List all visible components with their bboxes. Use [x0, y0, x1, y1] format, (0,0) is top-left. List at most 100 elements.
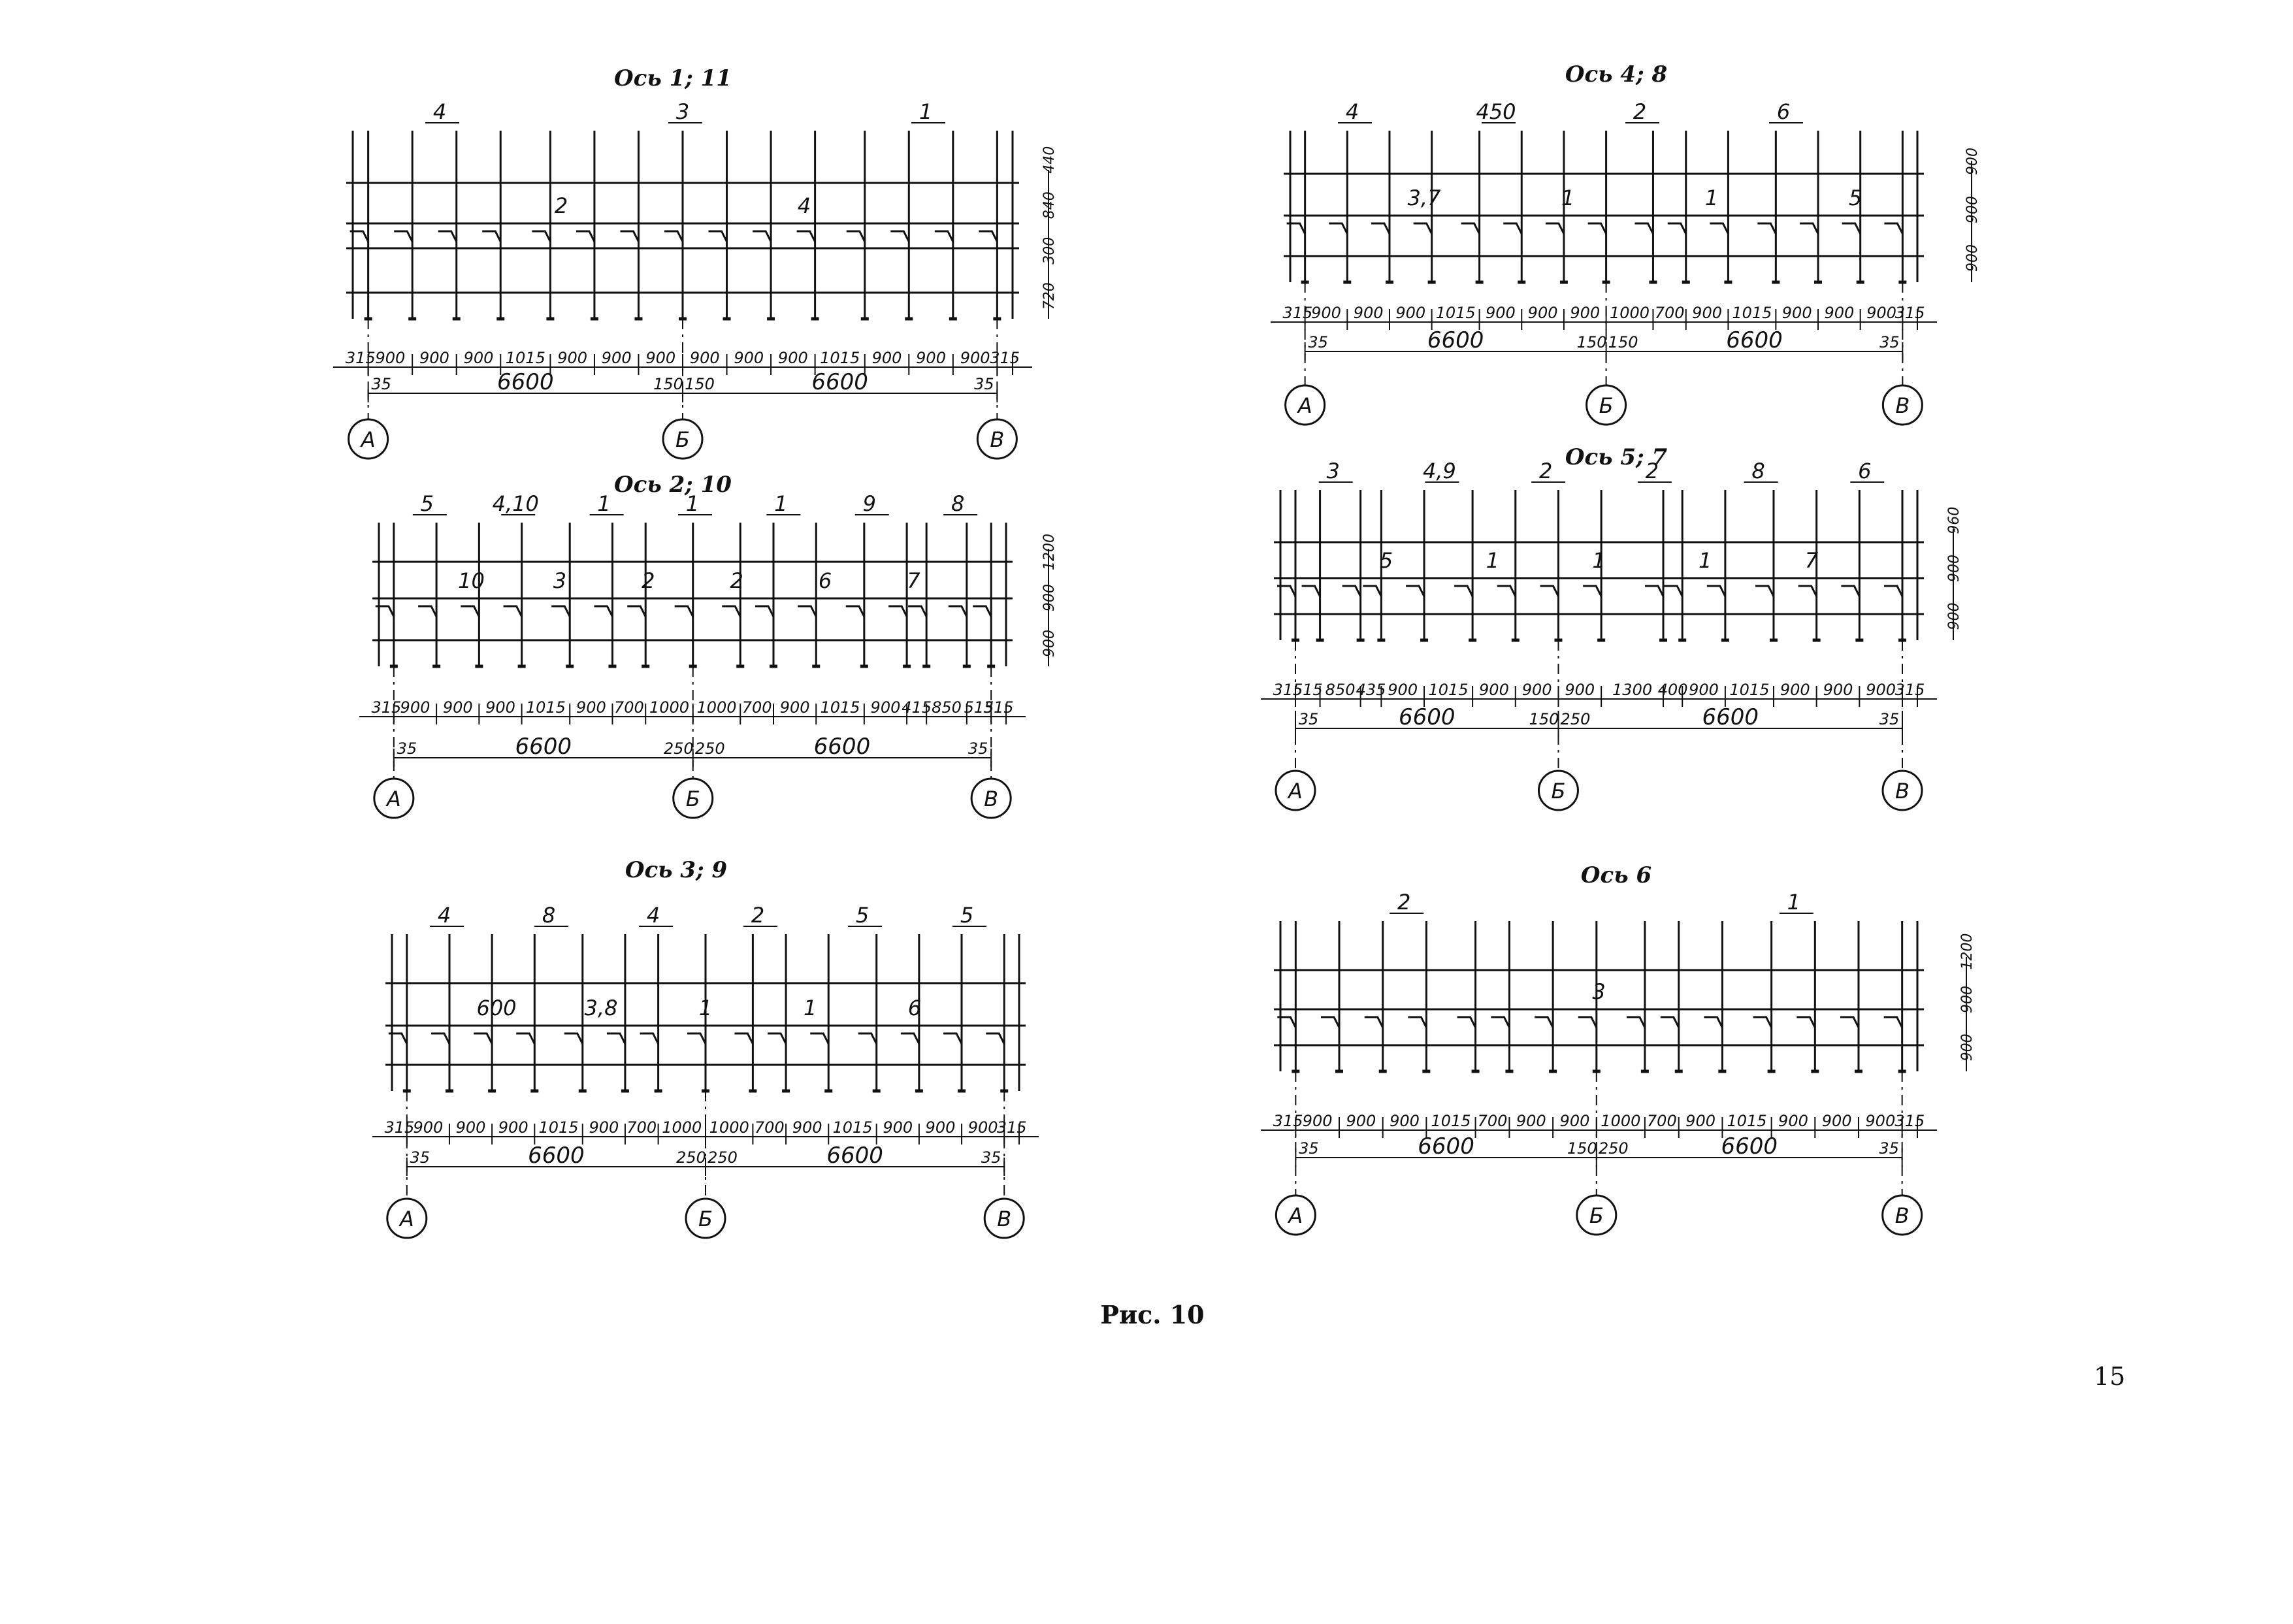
- dimension-value: 35: [981, 1148, 1001, 1167]
- axis-label: В: [984, 787, 998, 811]
- deck-bracket: [1842, 222, 1862, 235]
- page-number: 15: [2094, 1362, 2126, 1391]
- deck-bracket: [1535, 1016, 1554, 1028]
- axis-label: В: [990, 427, 1004, 452]
- dimension-value: 250: [707, 1148, 738, 1167]
- deck-bracket: [620, 230, 640, 242]
- deck-bracket: [900, 1032, 920, 1045]
- dimension-value: 1000: [1610, 304, 1650, 322]
- dimension-value: 250: [695, 739, 725, 758]
- dimension-value: 900: [375, 349, 405, 367]
- dimension-value: 1015: [506, 349, 545, 367]
- dimension-value: 315: [1895, 1112, 1925, 1130]
- dimension-value: 700: [614, 698, 644, 717]
- callout-number: 3,8: [585, 996, 618, 1020]
- dimension-value: 900: [778, 349, 808, 367]
- dimension-value: 1200: [1959, 934, 1976, 970]
- deck-bracket: [503, 605, 523, 617]
- dimension-value: 35: [974, 375, 994, 393]
- deck-bracket: [888, 605, 908, 617]
- deck-bracket: [388, 1032, 408, 1045]
- dimension-value: 900: [1570, 304, 1600, 322]
- callout-number: 5: [1380, 548, 1393, 573]
- panel-title: Ось 5; 7: [1565, 444, 1668, 470]
- deck-bracket: [1578, 1016, 1598, 1028]
- dimension-value: 900: [1959, 1033, 1976, 1061]
- dimension-value: 150: [1529, 710, 1559, 728]
- dimension-value: 900: [557, 349, 587, 367]
- deck-bracket: [973, 605, 992, 617]
- callout-number: 4: [798, 193, 811, 218]
- dimension-value: 900: [780, 698, 810, 717]
- axis-marker: [348, 418, 389, 460]
- axis-marker: [1881, 1194, 1923, 1236]
- dimension-value: 900: [464, 349, 494, 367]
- dimension-value: 900: [1946, 555, 1962, 582]
- callout-number: 2: [751, 903, 764, 928]
- dimension-value: 900: [872, 349, 902, 367]
- dimension-value: 850: [1325, 681, 1356, 699]
- dimension-value: 250: [1561, 710, 1591, 728]
- deck-bracket: [1840, 1016, 1860, 1028]
- dimension-value: 35: [371, 375, 391, 393]
- dimension-value: 1015: [1429, 681, 1469, 699]
- deck-bracket: [1645, 585, 1665, 597]
- dimension-value: 35: [1308, 333, 1328, 351]
- deck-bracket: [1884, 585, 1904, 597]
- callout-number: 8: [542, 903, 555, 928]
- dimension-value: 900: [1782, 304, 1812, 322]
- axis-marker: [1275, 1194, 1316, 1236]
- callout-number: 1: [1561, 186, 1574, 210]
- deck-bracket: [606, 1032, 626, 1045]
- callout-number: 6: [908, 996, 921, 1020]
- axis-label: А: [1287, 779, 1303, 804]
- axis-marker: [983, 1197, 1025, 1239]
- dimension-value: 435: [1356, 681, 1386, 699]
- dimension-value: 6600: [1702, 704, 1759, 730]
- dimension-value: 900: [1354, 304, 1384, 322]
- dimension-value: 900: [1528, 304, 1558, 322]
- callout-number: 1: [919, 99, 932, 124]
- dimension-value: 6600: [1427, 327, 1484, 353]
- dimension-value: 900: [1390, 1112, 1420, 1130]
- panel-title: Ось 1; 11: [614, 65, 732, 91]
- axis-marker: [1537, 770, 1579, 811]
- callout-number: 3: [1592, 979, 1605, 1004]
- deck-bracket: [1704, 1016, 1723, 1028]
- deck-bracket: [755, 605, 775, 617]
- axis-label: Б: [698, 1207, 713, 1231]
- dimension-value: 960: [1946, 507, 1962, 534]
- axis-marker: [1881, 770, 1923, 811]
- callout-number: 2: [1633, 99, 1646, 124]
- dimension-value: 900: [1346, 1112, 1376, 1130]
- deck-bracket: [627, 605, 647, 617]
- deck-bracket: [986, 1032, 1005, 1045]
- dimension-value: 700: [1478, 1112, 1508, 1130]
- deck-bracket: [474, 1032, 493, 1045]
- axis-label: Б: [1551, 779, 1565, 804]
- dimension-value: 1000: [649, 698, 689, 717]
- deck-bracket: [796, 230, 816, 242]
- dimension-value: 900: [1946, 602, 1962, 630]
- dimension-value: 900: [1964, 244, 1981, 272]
- panel-title: Ось 3; 9: [625, 857, 728, 883]
- dimension-value: 6600: [1721, 1133, 1778, 1160]
- axis-marker: [1881, 384, 1923, 426]
- dimension-value: 900: [1822, 1112, 1852, 1130]
- deck-bracket: [1408, 1016, 1427, 1028]
- dimension-value: 900: [1041, 630, 1058, 657]
- deck-bracket: [1883, 1016, 1904, 1028]
- dimension-value: 35: [1879, 1139, 1899, 1158]
- dimension-value: 900: [1479, 681, 1509, 699]
- dimension-value: 900: [400, 698, 431, 717]
- dimension-value: 900: [456, 1118, 486, 1137]
- dimension-value: 900: [1303, 1112, 1333, 1130]
- deck-bracket: [1626, 1016, 1646, 1028]
- callout-number: 2: [1646, 459, 1659, 483]
- dimension-value: 900: [734, 349, 764, 367]
- dimension-value: 900: [1823, 681, 1853, 699]
- deck-bracket: [1277, 1016, 1297, 1028]
- dimension-value: 900: [419, 349, 449, 367]
- dimension-value: 900: [1041, 584, 1058, 611]
- figure-caption: Рис. 10: [1100, 1300, 1205, 1329]
